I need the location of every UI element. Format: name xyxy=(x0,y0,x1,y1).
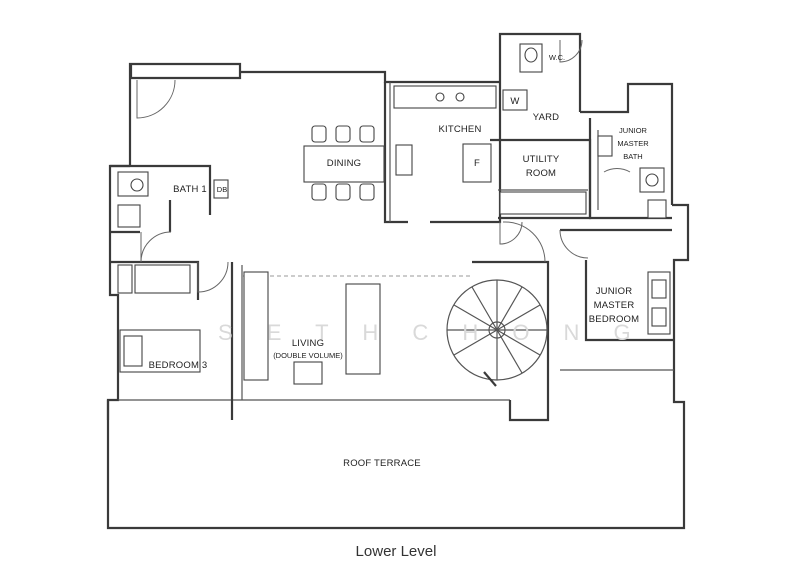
label-jm-bath-2: MASTER xyxy=(617,139,649,148)
label-roof-terrace: ROOF TERRACE xyxy=(343,458,421,469)
label-living: LIVING xyxy=(292,338,324,349)
label-jm-bath-3: BATH xyxy=(623,152,642,161)
internal-walls xyxy=(110,82,674,422)
label-db: DB xyxy=(217,185,227,194)
label-kitchen: KITCHEN xyxy=(438,124,481,135)
label-jm-bed-3: BEDROOM xyxy=(589,314,640,325)
doors xyxy=(136,39,631,293)
label-bath1: BATH 1 xyxy=(173,184,207,195)
label-bedroom3: BEDROOM 3 xyxy=(149,360,208,371)
stair-treads xyxy=(447,280,547,380)
label-utility-1: UTILITY xyxy=(523,154,560,165)
fixtures xyxy=(117,43,671,387)
label-yard: YARD xyxy=(533,112,560,123)
label-jm-bed-1: JUNIOR xyxy=(596,286,633,297)
label-washer: W xyxy=(510,96,519,107)
label-dining: DINING xyxy=(327,158,361,169)
label-wc: W.C. xyxy=(549,53,565,62)
label-jm-bath-1: JUNIOR xyxy=(619,126,648,135)
label-jm-bed-2: MASTER xyxy=(594,300,635,311)
level-caption: Lower Level xyxy=(356,543,437,560)
label-utility-2: ROOM xyxy=(526,168,556,179)
label-fridge: F xyxy=(474,158,480,169)
watermark: S E T H C H O N G xyxy=(218,320,645,345)
label-living-sub: (DOUBLE VOLUME) xyxy=(273,351,343,360)
room-labels: DINING KITCHEN YARD W.C. W F UTILITY ROO… xyxy=(149,53,650,469)
